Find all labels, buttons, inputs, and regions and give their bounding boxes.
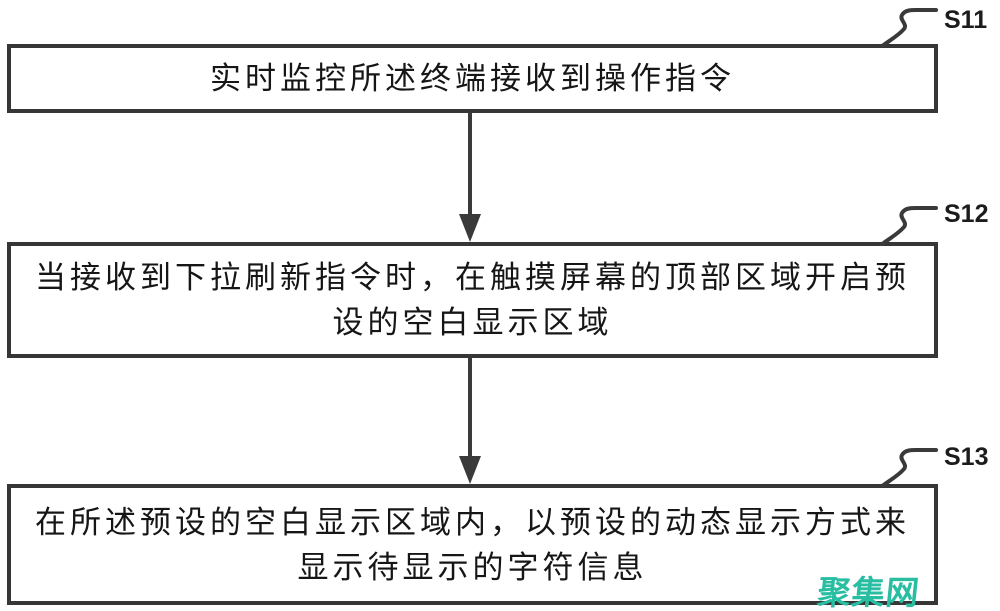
flow-box-s12-text-line1: 当接收到下拉刷新指令时，在触摸屏幕的顶部区域开启预 — [35, 260, 910, 295]
arrow-line-2 — [468, 357, 472, 457]
flow-box-s11-text: 实时监控所述终端接收到操作指令 — [210, 61, 735, 96]
flow-box-s12: 当接收到下拉刷新指令时，在触摸屏幕的顶部区域开启预 设的空白显示区域 — [7, 242, 938, 358]
step-connector-squiggle-icon-s11 — [879, 8, 938, 48]
flow-box-s12-text-line2: 设的空白显示区域 — [332, 305, 613, 340]
step-label-s12: S12 — [944, 200, 989, 228]
step-label-s13: S13 — [944, 443, 989, 471]
step-connector-squiggle-icon-s13 — [879, 448, 938, 488]
step-connector-squiggle-icon-s12 — [879, 206, 938, 246]
watermark-text: 聚集网 — [815, 574, 922, 611]
flow-box-s13: 在所述预设的空白显示区域内，以预设的动态显示方式来 显示待显示的字符信息 — [7, 484, 938, 605]
arrow-head-icon-2 — [459, 456, 481, 484]
arrow-line-1 — [468, 112, 472, 215]
arrow-head-icon-1 — [459, 214, 481, 242]
flow-box-s13-text-line1: 在所述预设的空白显示区域内，以预设的动态显示方式来 — [35, 504, 910, 540]
step-label-s11: S11 — [944, 6, 988, 34]
flow-box-s13-text-line2: 显示待显示的字符信息 — [297, 549, 648, 585]
flow-box-s11: 实时监控所述终端接收到操作指令 — [7, 44, 938, 113]
